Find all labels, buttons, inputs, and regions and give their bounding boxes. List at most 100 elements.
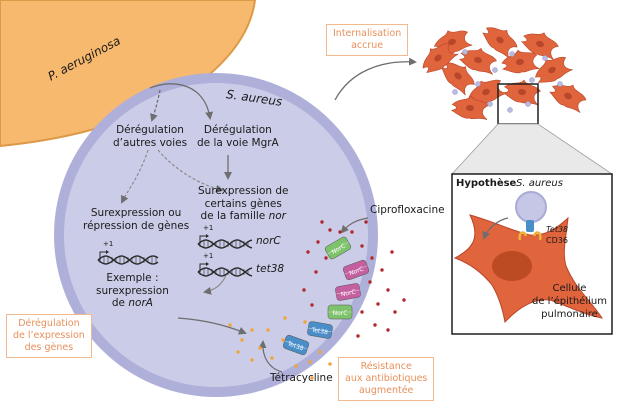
tetracycline-molecule: [250, 358, 254, 362]
s-aureus-small: [509, 51, 515, 57]
internalisation-box: Internalisation accrue: [326, 24, 409, 56]
pump-label: NorC: [340, 289, 356, 298]
inset-tet38-label: Tet38: [546, 225, 569, 234]
ciprofloxacin-molecule: [350, 230, 354, 234]
gene-tet38-label: tet38: [256, 263, 285, 275]
tetracycline-molecule: [318, 350, 322, 354]
ciprofloxacin-molecule: [370, 256, 374, 260]
s-aureus-small: [507, 107, 513, 113]
resistance-box: Résistance aux antibiotiques augmentée: [338, 357, 435, 401]
ciprofloxacin-molecule: [338, 230, 342, 234]
ciprofloxacin-molecule: [316, 240, 320, 244]
ciprofloxacin-molecule: [390, 250, 394, 254]
arrow-other-to-over-under: [121, 149, 149, 204]
inset-cd36-label: CD36: [546, 236, 568, 245]
ciprofloxacin-molecule: [360, 310, 364, 314]
tetracycline-molecule: [308, 360, 312, 364]
ciprofloxacin-molecule: [310, 303, 314, 307]
tetracycline-molecule: [250, 328, 254, 332]
ciprofloxacin-molecule: [302, 288, 306, 292]
epithelial-cell: [502, 79, 541, 106]
example-label: Exemple : surexpression de norA: [96, 272, 169, 309]
s-aureus-small: [452, 89, 458, 95]
tetracycline-molecule: [283, 316, 287, 320]
gene-helix-norc: [197, 234, 253, 249]
ciprofloxacin-molecule: [306, 250, 310, 254]
ciprofloxacin-molecule: [380, 268, 384, 272]
over-under-expression-label: Surexpression ou répression de gènes: [83, 207, 190, 232]
ciprofloxacin-molecule: [386, 288, 390, 292]
inset-s-aureus: [515, 191, 547, 223]
ciprofloxacin-molecule: [376, 302, 380, 306]
inset-s-aureus-label: S. aureus: [516, 178, 563, 189]
tetracycline-molecule: [294, 364, 298, 368]
tss-label-1: +1: [203, 224, 214, 232]
ciprofloxacin-molecule: [402, 298, 406, 302]
antibiotic-molecules: [228, 220, 406, 380]
arrow-other-to-nor: [157, 149, 224, 193]
epithelial-cell: [450, 95, 489, 120]
inset-arrow: [482, 217, 509, 240]
ciprofloxacin-molecule: [328, 228, 332, 232]
ciprofloxacin-molecule: [386, 328, 390, 332]
tetracycline-molecule: [310, 376, 314, 380]
pump-label: NorC: [333, 310, 348, 317]
arrow-tetracycline: [258, 340, 283, 373]
tetracycline-molecule: [281, 338, 285, 342]
ciprofloxacin-molecule: [364, 220, 368, 224]
mgra-pathway-label: Dérégulation de la voie MgrA: [197, 124, 279, 149]
s-aureus-small: [492, 67, 498, 73]
epithelial-cell-cluster: [422, 27, 587, 120]
ciprofloxacin-molecule: [368, 280, 372, 284]
ciprofloxacin-molecule: [393, 310, 397, 314]
pump-label: Tet38: [310, 326, 328, 336]
arrow-expression-to-pumps: [177, 317, 247, 335]
s-aureus-small: [542, 55, 548, 61]
s-aureus-cell: [64, 83, 368, 387]
tetracycline-label: Tétracycline: [270, 372, 333, 384]
s-aureus-small: [462, 49, 468, 55]
ciprofloxacin-molecule: [360, 244, 364, 248]
ciprofloxacin-molecule: [324, 256, 328, 260]
pump-label: NorC: [348, 266, 364, 278]
inset-tet38-receptor: [526, 220, 534, 232]
arrow-pa-to-other: [150, 89, 161, 122]
epithelial-cell: [422, 43, 459, 74]
inset-cd36-receptor: [518, 231, 542, 241]
deregulation-box: Dérégulation de l’expression des gènes: [6, 314, 92, 358]
tetracycline-molecule: [270, 356, 274, 360]
epithelial-cell: [482, 27, 518, 59]
membrane-pump: Tet38: [307, 321, 333, 339]
tetracycline-molecule: [266, 328, 270, 332]
tss-label-2: +1: [203, 252, 214, 260]
s-aureus-small: [475, 81, 481, 87]
ciprofloxacin-molecule: [314, 270, 318, 274]
tetracycline-molecule: [236, 350, 240, 354]
gene-helix-example: [97, 250, 159, 265]
zoom-connector: [451, 123, 614, 175]
tetracycline-molecule: [303, 320, 307, 324]
ciprofloxacin-molecule: [320, 220, 324, 224]
arrow-genes-to-example: [203, 274, 227, 295]
tetracycline-molecule: [258, 346, 262, 350]
ciprofloxacin-label: Ciprofloxacine: [370, 204, 445, 216]
s-aureus-small: [557, 81, 563, 87]
tss-label-3: +1: [103, 240, 114, 248]
tetracycline-molecule: [328, 362, 332, 366]
inset-cell-label: Cellule de l’épithélium pulmonaire: [532, 283, 607, 320]
tetracycline-molecule: [240, 338, 244, 342]
membrane-pump: NorC: [327, 304, 353, 320]
membrane-pump: NorC: [324, 236, 352, 260]
membrane-pump: NorC: [335, 283, 361, 301]
s-aureus-small: [529, 77, 535, 83]
s-aureus-small: [487, 101, 493, 107]
ciprofloxacin-molecule: [373, 323, 377, 327]
epithelial-cell: [549, 84, 587, 113]
inset-nucleus: [492, 251, 532, 281]
membrane-pump: NorC: [342, 259, 370, 281]
membrane-pump: Tet38: [282, 334, 310, 356]
tetracycline-molecule: [228, 323, 232, 327]
